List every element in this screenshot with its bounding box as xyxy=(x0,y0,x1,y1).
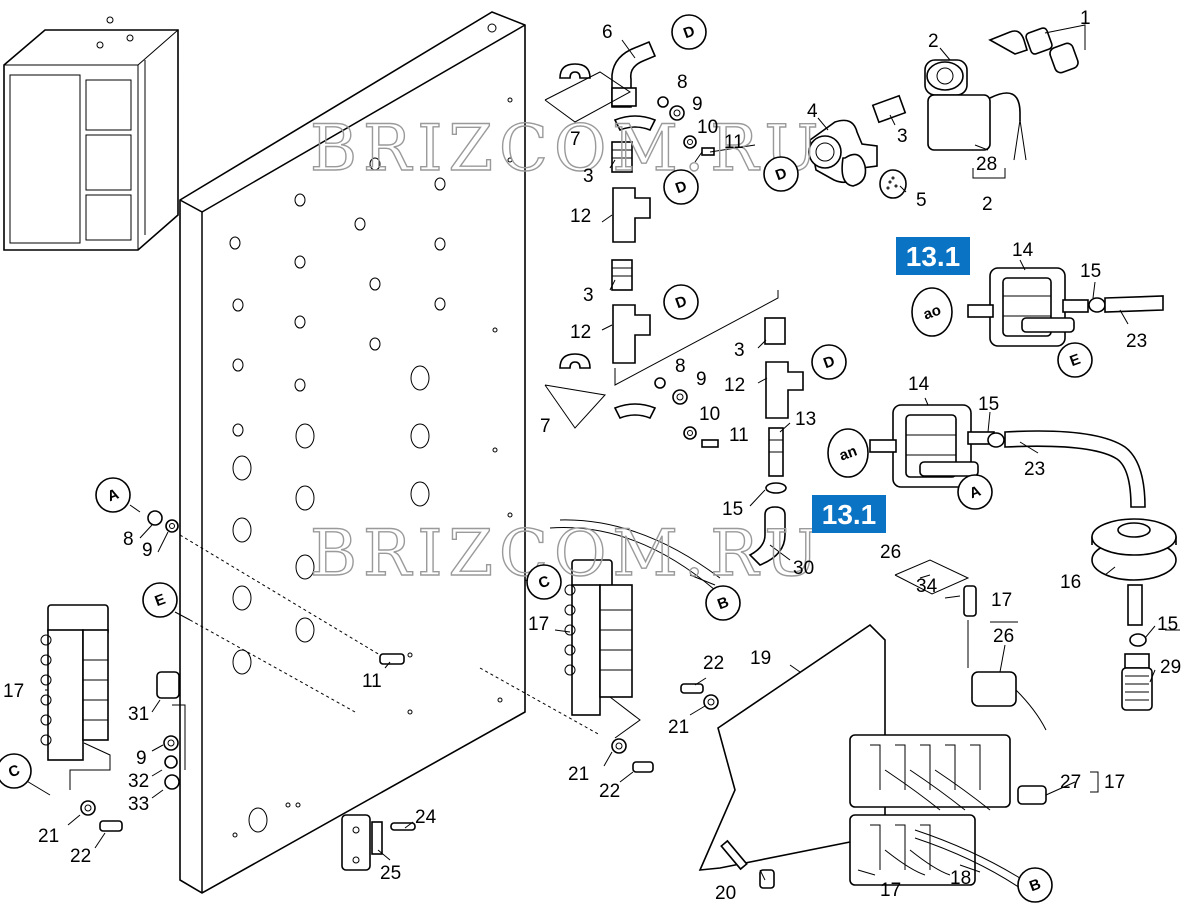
part-label: 21 xyxy=(568,764,589,785)
callout-c-middle: C xyxy=(526,564,562,600)
watermark-top: BRIZCOM.RU xyxy=(310,112,824,186)
part-label: 8 xyxy=(677,72,688,93)
callout-a-left: A xyxy=(95,477,131,513)
callout-d-4: D xyxy=(811,344,847,380)
part-label: 23 xyxy=(1024,459,1045,480)
manifold-bars xyxy=(40,559,641,790)
leader-lines xyxy=(19,25,1180,881)
part-label: 22 xyxy=(70,846,91,867)
bracket-line xyxy=(1090,771,1099,793)
callout-an: an xyxy=(827,428,869,478)
callout-e-left: E xyxy=(142,582,178,618)
part-label: 7 xyxy=(540,416,551,437)
part-label: 1 xyxy=(1080,8,1091,29)
part-label: 3 xyxy=(897,126,908,147)
part-label: 14 xyxy=(908,374,930,395)
callout-d-2: D xyxy=(663,169,699,205)
part-label: 11 xyxy=(724,132,744,153)
callout-d-5: D xyxy=(763,156,799,192)
part-label: 25 xyxy=(380,863,401,884)
part-label: 6 xyxy=(602,22,613,43)
part-number-labels: 1 2 2 3 3 3 3 4 5 6 7 7 8 8 8 9 9 9 9 10… xyxy=(3,8,1181,904)
part-label: 34 xyxy=(916,576,938,597)
tank-and-filter xyxy=(1091,518,1177,711)
part-label: 3 xyxy=(583,285,594,306)
part-label: 9 xyxy=(142,540,153,561)
part-label: 9 xyxy=(696,369,707,390)
part-label: 17 xyxy=(1104,772,1125,793)
callout-c-left: C xyxy=(0,753,32,789)
callout-d-3: D xyxy=(663,284,699,320)
part-label: 26 xyxy=(880,542,901,563)
part-label: 23 xyxy=(1126,331,1147,352)
part-label: 12 xyxy=(570,206,591,227)
part-label: 15 xyxy=(1157,614,1178,635)
part-label: 2 xyxy=(982,194,993,215)
part-label: 7 xyxy=(570,129,581,150)
callout-d-top: D xyxy=(671,14,707,50)
part-label: 12 xyxy=(570,322,591,343)
part-label: 10 xyxy=(699,404,720,425)
part-label: 33 xyxy=(128,794,149,815)
part-label: 21 xyxy=(38,826,59,847)
mounting-panel xyxy=(179,11,526,894)
callout-e-right: E xyxy=(1057,342,1093,378)
part-label: 19 xyxy=(750,648,771,669)
part-label: 4 xyxy=(807,101,818,122)
part-label: 26 xyxy=(993,626,1014,647)
part-label: 17 xyxy=(3,681,24,702)
part-label: 9 xyxy=(136,748,147,769)
valve-block-assembly xyxy=(698,559,1047,889)
part-label: 31 xyxy=(128,704,149,725)
reference-badge-text: 13.1 xyxy=(822,499,877,530)
top-right-components xyxy=(808,24,1086,199)
part-label: 12 xyxy=(724,375,745,396)
part-label: 17 xyxy=(528,614,549,635)
part-label: 2 xyxy=(928,31,939,52)
part-label: 5 xyxy=(916,190,927,211)
part-label: 11 xyxy=(729,425,749,446)
part-label: 30 xyxy=(793,558,814,579)
part-label: 28 xyxy=(976,154,997,175)
part-label: 3 xyxy=(734,340,745,361)
svg-text:ao: ao xyxy=(921,301,943,323)
reference-badge-text: 13.1 xyxy=(906,241,961,272)
part-label: 32 xyxy=(128,771,149,792)
part-label: 20 xyxy=(715,883,736,904)
part-label: 3 xyxy=(583,166,594,187)
pump-assemblies xyxy=(869,267,1164,508)
part-label: 29 xyxy=(1160,657,1181,678)
callout-b-middle: B xyxy=(705,585,741,621)
part-label: 16 xyxy=(1060,572,1081,593)
part-label: 24 xyxy=(415,807,437,828)
part-label: 15 xyxy=(722,499,743,520)
part-label: 10 xyxy=(697,117,718,138)
part-label: 17 xyxy=(991,590,1012,611)
part-label: 18 xyxy=(950,868,971,889)
part-label: 15 xyxy=(978,394,999,415)
part-label: 13 xyxy=(795,409,816,430)
small-hardware xyxy=(80,510,719,871)
reference-badge-upper: 13.1 xyxy=(896,237,970,275)
part-label: 8 xyxy=(675,356,686,377)
part-label: 9 xyxy=(692,94,703,115)
svg-text:an: an xyxy=(837,442,859,464)
top-fittings xyxy=(544,40,804,591)
part-label: 22 xyxy=(703,653,724,674)
part-label: 11 xyxy=(362,671,382,692)
part-label: 22 xyxy=(599,781,620,802)
callout-b-bottom: B xyxy=(1017,867,1053,903)
part-label: 27 xyxy=(1060,772,1081,793)
part-label: 14 xyxy=(1012,240,1034,261)
reference-badge-lower: 13.1 xyxy=(812,495,886,533)
part-label: 17 xyxy=(880,880,901,901)
part-label: 21 xyxy=(668,717,689,738)
callout-a-right: A xyxy=(957,474,993,510)
watermark-middle: BRIZCOM.RU xyxy=(310,517,824,591)
part-label: 8 xyxy=(123,529,134,550)
cabinet-thumbnail xyxy=(3,16,179,251)
callout-ao: ao xyxy=(911,287,953,337)
part-label: 15 xyxy=(1080,261,1101,282)
